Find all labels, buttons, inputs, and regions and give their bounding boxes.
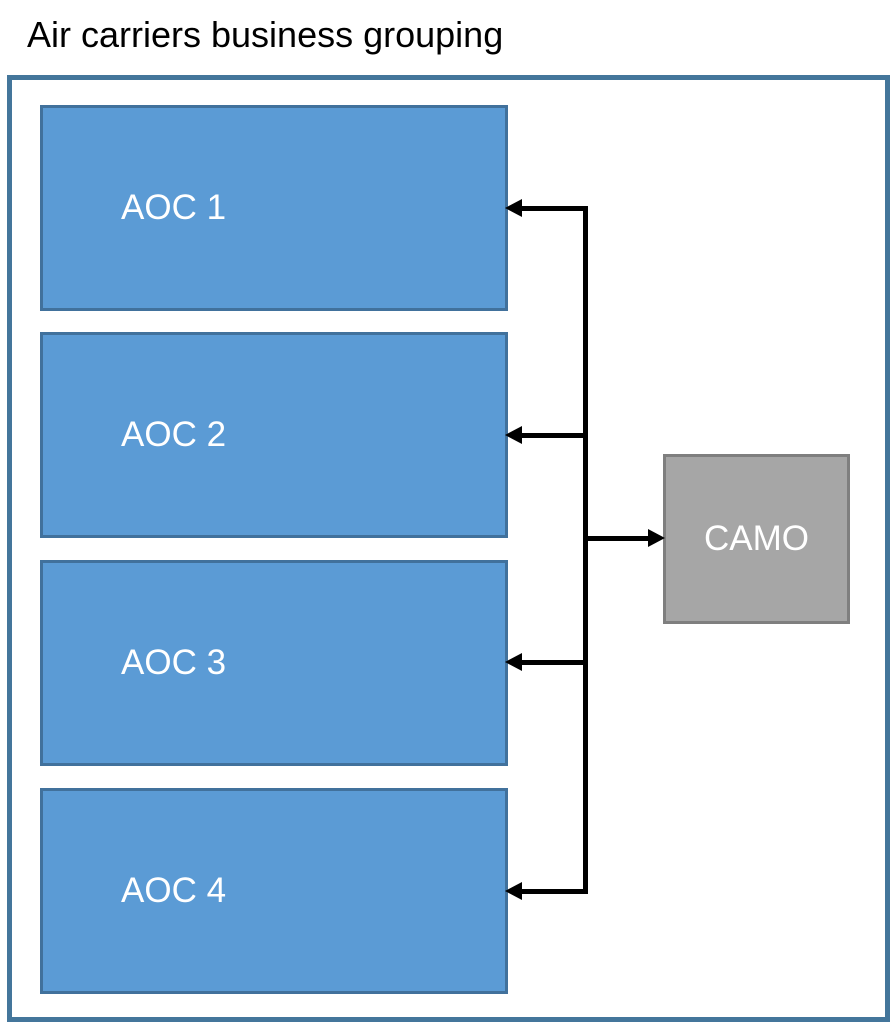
aoc-2-box: AOC 2 bbox=[40, 332, 508, 538]
aoc-4-label: AOC 4 bbox=[121, 871, 227, 910]
arrowhead-left-aoc-3-icon bbox=[505, 653, 522, 671]
aoc-3-box: AOC 3 bbox=[40, 560, 508, 766]
arrowhead-left-aoc-2-icon bbox=[505, 426, 522, 444]
connector-branch-aoc-4 bbox=[516, 889, 588, 894]
aoc-1-box: AOC 1 bbox=[40, 105, 508, 311]
camo-box: CAMO bbox=[663, 454, 850, 624]
camo-label: CAMO bbox=[704, 519, 809, 558]
aoc-1-label: AOC 1 bbox=[121, 188, 227, 227]
aoc-3-label: AOC 3 bbox=[121, 643, 227, 682]
connector-branch-camo bbox=[583, 536, 649, 541]
arrowhead-right-camo-icon bbox=[648, 529, 665, 547]
diagram-title: Air carriers business grouping bbox=[27, 14, 504, 55]
arrowhead-left-aoc-1-icon bbox=[505, 199, 522, 217]
aoc-4-box: AOC 4 bbox=[40, 788, 508, 994]
connector-branch-aoc-3 bbox=[516, 660, 588, 665]
connector-branch-aoc-1 bbox=[516, 206, 588, 211]
aoc-2-label: AOC 2 bbox=[121, 415, 227, 454]
connector-branch-aoc-2 bbox=[516, 433, 588, 438]
connector-spine-line bbox=[583, 206, 588, 894]
arrowhead-left-aoc-4-icon bbox=[505, 882, 522, 900]
